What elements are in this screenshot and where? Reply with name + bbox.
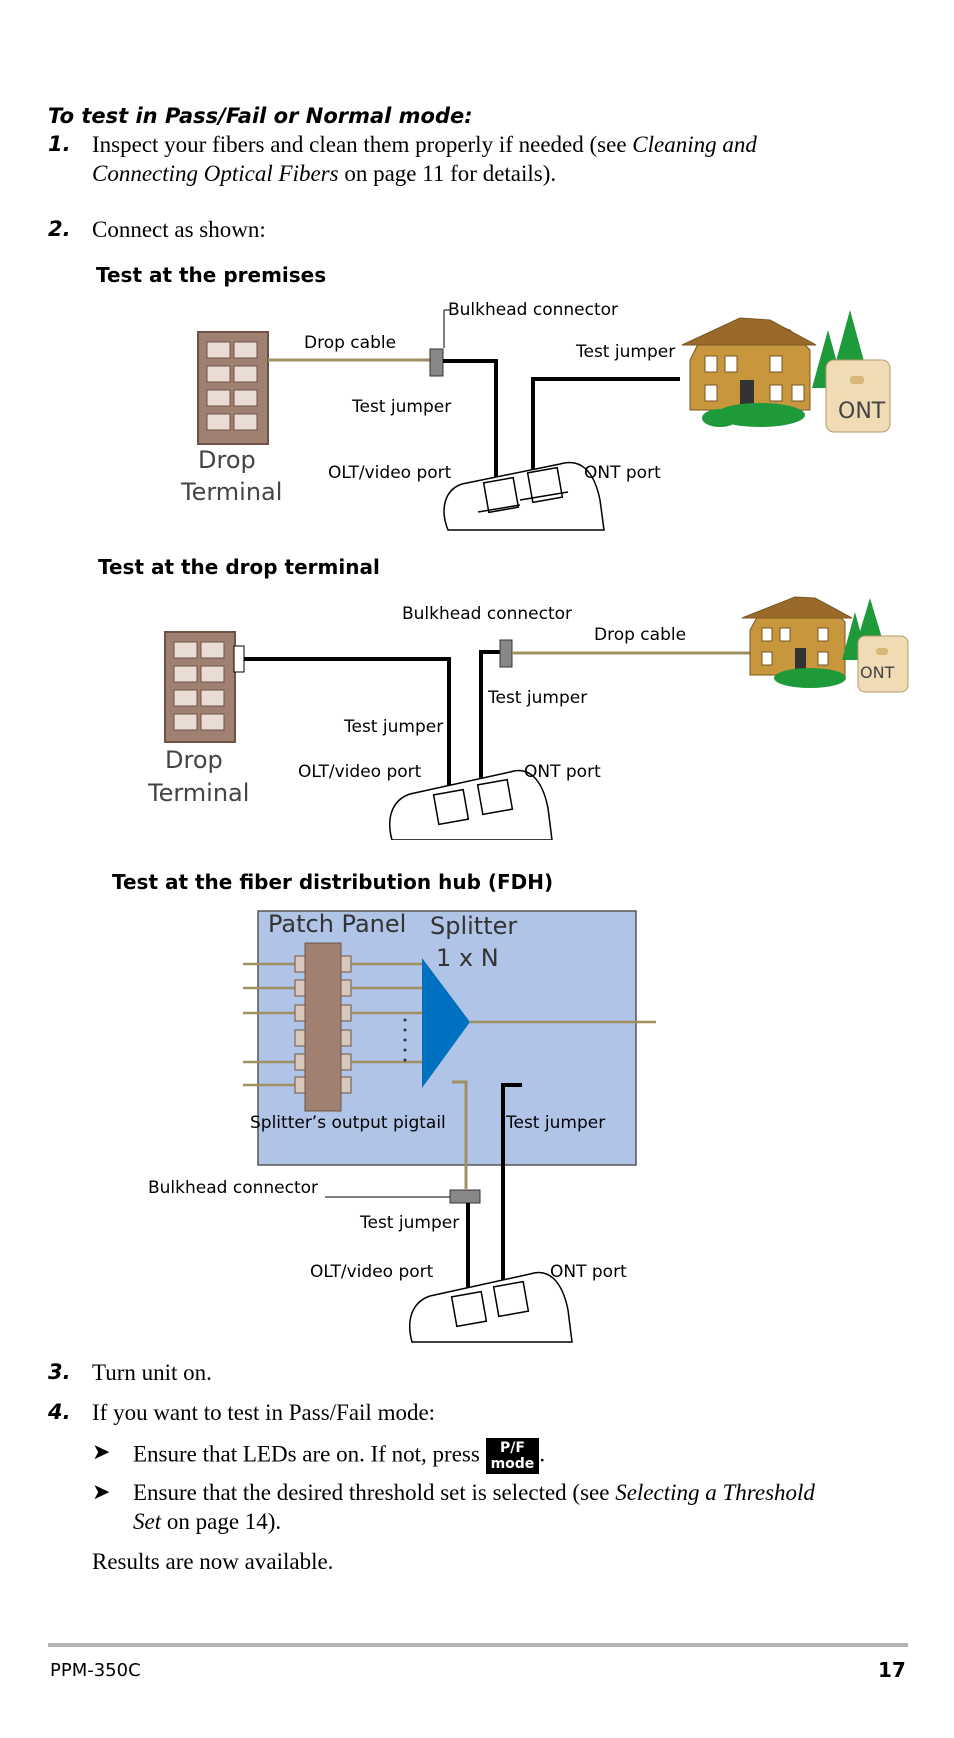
step-1-text-b: on page 11 for details). xyxy=(338,161,557,186)
drop-terminal-icon xyxy=(197,331,269,445)
test-jumper-left-line xyxy=(244,657,451,800)
d2-bulkhead-label: Bulkhead connector xyxy=(402,604,573,624)
d1-terminal-label: Terminal xyxy=(181,478,283,506)
pf-key-bottom: mode xyxy=(490,1456,535,1472)
step-3-text: Turn unit on. xyxy=(92,1360,212,1385)
d3-bulkhead-label: Bulkhead connector xyxy=(148,1178,319,1198)
procedure-heading: To test in Pass/Fail or Normal mode: xyxy=(48,104,473,128)
step-1-text-a: Inspect your fibers and clean them prope… xyxy=(92,132,633,157)
d3-test-jumper-label: Test jumper xyxy=(360,1213,460,1233)
power-meter-icon xyxy=(389,769,553,840)
test-jumper-right-line xyxy=(479,650,502,790)
d3-test-jumper-inner-label: Test jumper xyxy=(506,1113,606,1133)
step-1-number: 1. xyxy=(48,132,71,156)
bullet-2-ref-2: Set xyxy=(133,1509,162,1534)
step-1-ref-2: Connecting Optical Fibers xyxy=(92,161,339,186)
footer-model: PPM-350C xyxy=(50,1660,141,1681)
d1-test-jumper-right-label: Test jumper xyxy=(576,342,676,362)
bullet-1-text: Ensure that LEDs are on. If not, press P… xyxy=(133,1438,545,1474)
d2-terminal-label: Terminal xyxy=(148,779,250,807)
d1-ont-port-label: ONT port xyxy=(584,463,661,483)
test-jumper-left-line xyxy=(443,359,498,490)
pigtail-label: Splitter’s output pigtail xyxy=(250,1113,446,1133)
test-jumper-right-line xyxy=(531,377,680,470)
diagram-1-title: Test at the premises xyxy=(96,263,327,287)
step-1-text: Inspect your fibers and clean them prope… xyxy=(92,130,872,188)
diagram-2-title: Test at the drop terminal xyxy=(98,555,380,579)
d2-olt-port-label: OLT/video port xyxy=(298,762,422,782)
arrow-bullet-icon: ➤ xyxy=(92,1440,111,1465)
drop-terminal-icon xyxy=(164,631,245,743)
bullet-2-text-b: on page 14). xyxy=(161,1509,282,1534)
step-2-number: 2. xyxy=(48,217,71,241)
ont-device-icon xyxy=(857,635,909,693)
diagram-3-title: Test at the fiber distribution hub (FDH) xyxy=(112,870,554,894)
power-meter-icon xyxy=(409,1271,573,1343)
d2-ont-label: ONT xyxy=(860,663,895,682)
d1-olt-port-label: OLT/video port xyxy=(328,463,452,483)
test-jumper-ont-line xyxy=(501,1083,522,1305)
d3-olt-port-label: OLT/video port xyxy=(310,1262,434,1282)
bullet-2-text: Ensure that the desired threshold set is… xyxy=(133,1478,913,1536)
patch-panel-icon xyxy=(294,942,352,1112)
d2-test-jumper-left-label: Test jumper xyxy=(344,717,444,737)
bullet-1-text-a: Ensure that LEDs are on. If not, press xyxy=(133,1441,486,1467)
d2-ont-port-label: ONT port xyxy=(524,762,601,782)
splitter-ratio-label: 1 x N xyxy=(436,944,499,972)
d1-bulkhead-label: Bulkhead connector xyxy=(448,300,619,320)
splitter-icon xyxy=(422,958,470,1088)
d1-ont-label: ONT xyxy=(838,399,886,424)
page-number: 17 xyxy=(878,1658,906,1682)
bulkhead-connector-icon xyxy=(449,1189,481,1204)
arrow-bullet-icon: ➤ xyxy=(92,1480,111,1505)
splitter-label: Splitter xyxy=(430,912,518,940)
d3-ont-port-label: ONT port xyxy=(550,1262,627,1282)
house-icon xyxy=(741,596,853,676)
step-4-number: 4. xyxy=(48,1400,71,1424)
step-4-text: If you want to test in Pass/Fail mode: xyxy=(92,1400,436,1425)
step-1-ref: Cleaning and xyxy=(632,132,757,157)
bullet-1-end: . xyxy=(539,1441,546,1467)
patch-panel-label: Patch Panel xyxy=(268,910,407,938)
drop-terminal-diagram xyxy=(164,596,909,840)
bulkhead-connector-icon xyxy=(429,348,444,377)
d1-drop-label: Drop xyxy=(198,446,256,474)
d1-drop-cable-label: Drop cable xyxy=(304,333,397,353)
bullet-2-text-a: Ensure that the desired threshold set is… xyxy=(133,1480,616,1505)
pf-key-top: P/F xyxy=(499,1440,525,1456)
step-3-number: 3. xyxy=(48,1360,71,1384)
ont-device-icon xyxy=(825,359,891,433)
d2-drop-cable-label: Drop cable xyxy=(594,625,687,645)
bulkhead-connector-icon xyxy=(499,639,513,668)
fdh-diagram xyxy=(243,910,656,1343)
premises-diagram xyxy=(197,309,891,531)
d2-drop-label: Drop xyxy=(165,746,223,774)
d1-test-jumper-left-label: Test jumper xyxy=(352,397,452,417)
footer-rule xyxy=(48,1643,908,1647)
power-meter-icon xyxy=(443,461,605,531)
bullet-2-ref: Selecting a Threshold xyxy=(615,1480,815,1505)
d2-test-jumper-right-label: Test jumper xyxy=(488,688,588,708)
house-icon xyxy=(681,317,817,411)
pigtail-line xyxy=(452,1080,468,1189)
results-text: Results are now available. xyxy=(92,1549,334,1574)
step-2-text: Connect as shown: xyxy=(92,217,266,242)
